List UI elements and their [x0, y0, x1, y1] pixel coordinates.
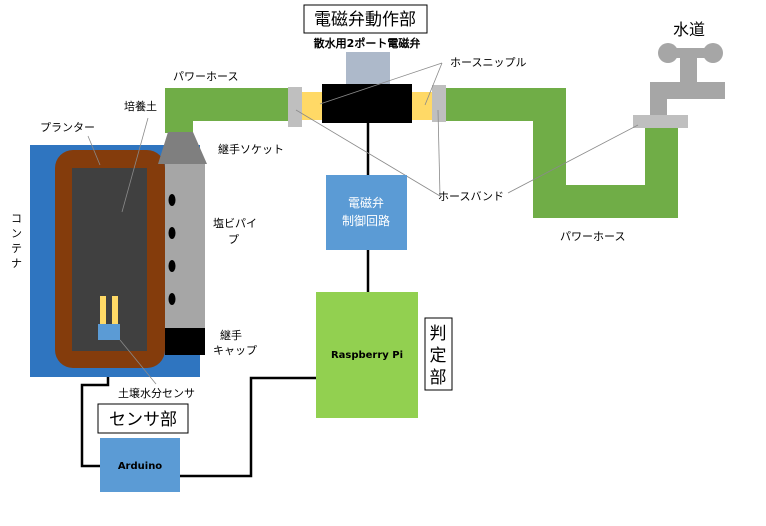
pvc-pipe-label-line1: 塩ビパイ	[213, 216, 257, 230]
water-tap-icon	[633, 43, 725, 128]
joint-cap-label-1: 継手	[220, 328, 242, 342]
sensor-section-label: センサ部	[109, 410, 177, 430]
hose-nipple-right	[412, 92, 434, 120]
pvc-pipe	[165, 160, 205, 332]
power-hose-right-label: パワーホース	[560, 230, 625, 243]
soil-sensor	[98, 324, 120, 340]
raspberry-pi-label: Raspberry Pi	[331, 350, 403, 361]
controller-line1: 電磁弁	[348, 195, 384, 210]
valve-controller-box	[326, 175, 407, 250]
judge-section-box	[424, 317, 453, 391]
joint-cap-label-2: キャップ	[213, 344, 257, 357]
pvc-pipe-label-line2: プ	[228, 233, 239, 246]
hose-nipple-label: ホースニップル	[450, 56, 526, 69]
pipe-hole	[168, 260, 176, 272]
valve-top	[346, 52, 390, 86]
sensor-probe-right	[112, 296, 118, 324]
sensor-probe-left	[100, 296, 106, 324]
joint-socket	[158, 132, 207, 164]
container-label-char4: ナ	[11, 257, 22, 270]
hose-band-right	[432, 85, 446, 122]
power-hose-top-label: パワーホース	[173, 70, 238, 83]
judge-section-char3: 部	[430, 368, 447, 388]
pipe-hole	[168, 194, 176, 206]
judge-section-char1: 判	[430, 324, 447, 344]
power-hose-right	[445, 88, 678, 218]
valve-body	[322, 84, 412, 123]
soil-sensor-label: 土壌水分センサ	[118, 387, 195, 400]
water-tap-label: 水道	[673, 20, 705, 39]
leader-lines	[87, 62, 639, 385]
arduino-label: Arduino	[118, 461, 162, 472]
valve-model-label: 散水用2ポート電磁弁	[314, 36, 421, 50]
hose-band-left	[288, 87, 302, 127]
planter-label: プランター	[40, 121, 95, 134]
container-label-char3: テ	[11, 242, 22, 255]
container-label-char1: コ	[11, 212, 22, 225]
soil	[72, 168, 147, 351]
controller-line2: 制御回路	[342, 213, 390, 228]
container-label-char2: ン	[11, 227, 22, 240]
joint-socket-label: 継手ソケット	[218, 142, 284, 156]
sensor-section-box	[97, 403, 189, 434]
hose-band-label: ホースバンド	[438, 190, 504, 203]
title-box	[303, 4, 428, 34]
hose-nipple-left	[302, 92, 324, 120]
soil-label: 培養土	[124, 99, 157, 113]
arduino-box	[100, 438, 180, 492]
pipe-hole	[168, 227, 176, 239]
wire-pi-to-arduino	[180, 376, 316, 478]
joint-cap	[165, 328, 205, 355]
page-title: 電磁弁動作部	[314, 10, 416, 30]
raspberry-pi-box	[316, 292, 418, 418]
power-hose-left	[165, 88, 293, 133]
pipe-hole	[168, 293, 176, 305]
judge-section-char2: 定	[430, 346, 447, 366]
